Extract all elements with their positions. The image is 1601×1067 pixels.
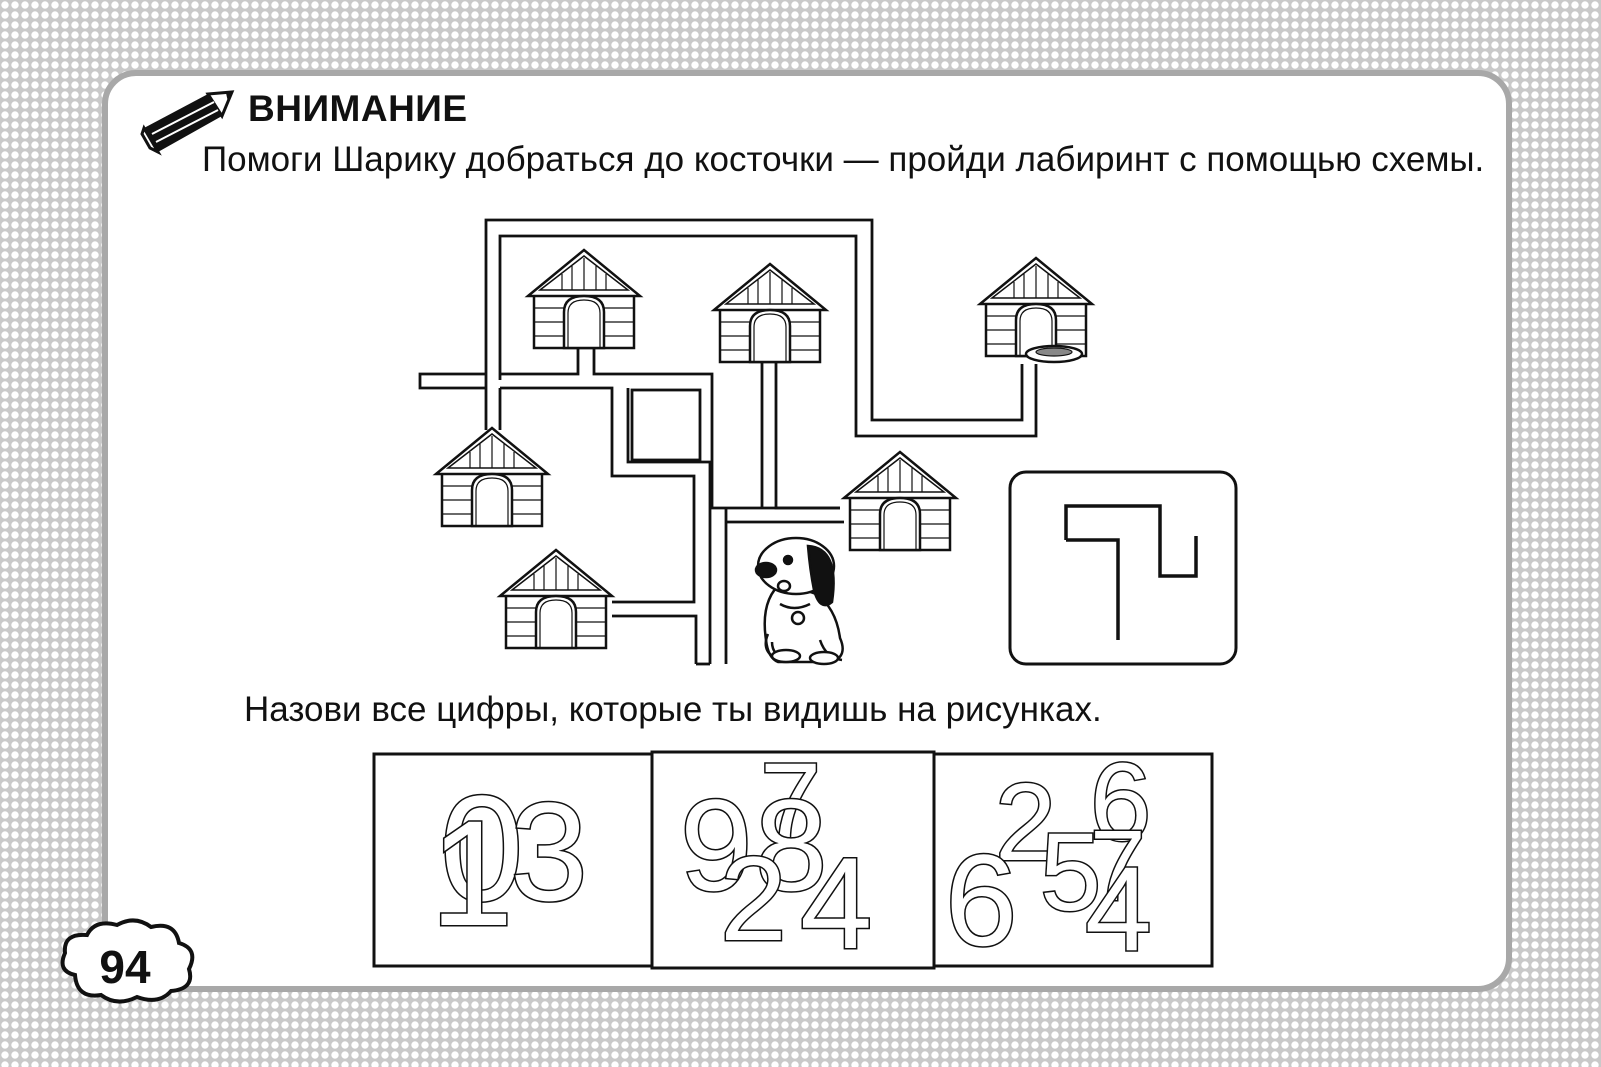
panel-1-digit-3: 3 [510, 773, 588, 930]
panel-1-digit-0: 0 [440, 764, 523, 932]
panel-2-digit-4: 4 [800, 830, 872, 970]
page-number-badge [60, 918, 195, 1004]
page-number: 94 [99, 941, 151, 993]
panel-2-digit-7: 7 [760, 750, 821, 864]
digits-instruction: Назови все цифры, которые ты видишь на р… [244, 690, 1102, 729]
panel-1-digit-1: 1 [430, 789, 513, 957]
panel-3-digit-5: 5 [1040, 811, 1101, 934]
panel-3-digit-2: 2 [995, 761, 1056, 884]
panel-3-digit-7: 7 [1090, 810, 1146, 922]
panel-2-digit-8: 8 [755, 772, 827, 918]
panel-2-digit-2: 2 [720, 832, 787, 966]
page-title: ВНИМАНИЕ [248, 88, 468, 129]
panel-3-digit-6a: 6 [1090, 750, 1151, 864]
panel-3-digit-6b: 6 [945, 827, 1017, 970]
digit-panels: 0 1 3 9 7 8 2 4 2 6 5 7 6 4 [372, 750, 1214, 970]
maze-instruction: Помоги Шарику добраться до косточки — пр… [202, 140, 1485, 179]
pencil-icon [140, 90, 235, 156]
panel-2-digit-9: 9 [680, 772, 752, 918]
panel-3-digit-4: 4 [1085, 842, 1152, 970]
maze-scene [418, 218, 1238, 666]
